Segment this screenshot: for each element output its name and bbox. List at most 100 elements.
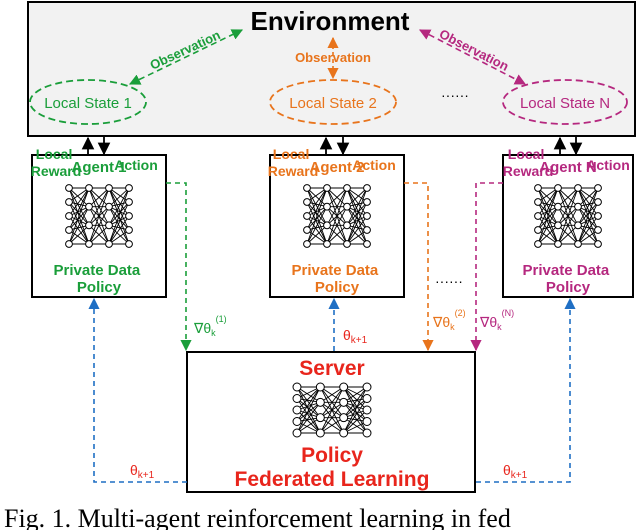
network-edge [319, 386, 345, 418]
network-edge [296, 386, 321, 434]
network-node [65, 212, 73, 220]
network-edge [108, 187, 130, 226]
network-edge [346, 187, 368, 203]
gradient-label-1-main: ∇θ [193, 320, 211, 336]
network-edge [306, 187, 328, 217]
network-edge [346, 187, 368, 226]
network-edge [343, 386, 368, 403]
network-node [594, 212, 602, 220]
network-node [343, 240, 351, 248]
network-node [292, 382, 302, 392]
network-node [303, 198, 311, 206]
network-edge [296, 401, 321, 422]
theta-label-center-main: θ [343, 327, 351, 343]
network-node [125, 240, 133, 248]
network-edge [296, 402, 321, 434]
agent-n-reward-line-2: Reward [503, 163, 554, 179]
agent-1-reward-line-2: Reward [31, 163, 82, 179]
network-edge [343, 402, 368, 434]
network-node [125, 212, 133, 220]
network-edge [537, 187, 559, 231]
network-node [323, 184, 331, 192]
network-edge [343, 386, 368, 411]
agent-n-data-line-1: Private Data [523, 262, 610, 279]
network-edge [537, 187, 559, 203]
local-state-2 [269, 79, 397, 125]
network-edge [306, 187, 328, 207]
network-node [534, 212, 542, 220]
figure-caption: Fig. 1. Multi-agent reinforcement learni… [4, 504, 511, 530]
network-node [292, 394, 302, 403]
network-edge [557, 187, 579, 245]
network-edge [537, 215, 559, 245]
network-edge [296, 386, 321, 403]
network-edge [537, 187, 559, 217]
network-node [105, 202, 113, 211]
agent-2-data-line-2: Policy [315, 279, 360, 296]
network-edge [108, 206, 130, 245]
network-node [594, 240, 602, 248]
network-edge [319, 402, 345, 434]
network-node [315, 397, 325, 407]
network-edge [326, 206, 348, 245]
gradient-label-n-sup: (N) [502, 308, 515, 318]
network-edge [306, 187, 328, 245]
observation-arrow-1 [128, 29, 244, 85]
network-node [85, 202, 93, 211]
network-edge [577, 201, 599, 245]
network-node [105, 240, 113, 248]
network-edge [88, 187, 110, 207]
local-state-2-label: Local State 2 [289, 95, 377, 112]
network-edge [88, 206, 110, 245]
network-node [85, 184, 93, 192]
network-edge [343, 386, 368, 418]
agent-1-data-line-1: Private Data [54, 262, 141, 279]
network-edge [296, 417, 321, 434]
network-node [303, 184, 311, 192]
network-node [105, 221, 113, 230]
network-edge [68, 201, 90, 245]
network-node [323, 240, 331, 248]
network-edge [68, 215, 90, 245]
agent-2-reward-line-2: Reward [268, 163, 319, 179]
network-edge [537, 187, 559, 207]
agent-2-name: Agent 2 [309, 159, 364, 176]
agent-1-reward-line-1: Local [36, 146, 73, 162]
gradient-label-1: ∇θk(1) [193, 314, 227, 338]
network-edge [577, 229, 599, 245]
network-edge [577, 187, 599, 217]
gradient-label-n-main: ∇θ [479, 314, 497, 330]
network-edge [537, 187, 559, 226]
network-edge [306, 215, 328, 245]
network-edge [296, 409, 321, 434]
network-node [323, 221, 331, 230]
network-edge [343, 398, 368, 419]
network-node [125, 198, 133, 206]
agent-2-reward-line-1: Local [273, 146, 310, 162]
network-node [362, 405, 372, 415]
network-edge [326, 187, 348, 207]
network-edge [88, 187, 110, 226]
network-node [362, 417, 372, 426]
network-node [339, 397, 349, 407]
network-edge [108, 201, 130, 226]
agent-2-reward-label: Local Reward [268, 146, 319, 179]
network-edge [343, 386, 368, 422]
network-edge [68, 187, 90, 245]
network-edge [306, 206, 328, 245]
network-edge [537, 187, 559, 245]
network-edge [296, 386, 321, 422]
network-edge [306, 206, 328, 231]
network-edge [343, 417, 368, 434]
network-edge [108, 187, 130, 207]
local-state-1 [29, 79, 147, 125]
theta-label-right-main: θ [503, 462, 511, 478]
agent-2-data-label: Private Data Policy [292, 262, 383, 296]
network-edge [108, 187, 130, 217]
gradient-label-n: ∇θk(N) [479, 308, 514, 332]
network-edge [326, 187, 348, 226]
theta-label-left-sub: k+1 [138, 470, 155, 481]
network-node [362, 428, 372, 438]
network-edge [68, 187, 90, 231]
